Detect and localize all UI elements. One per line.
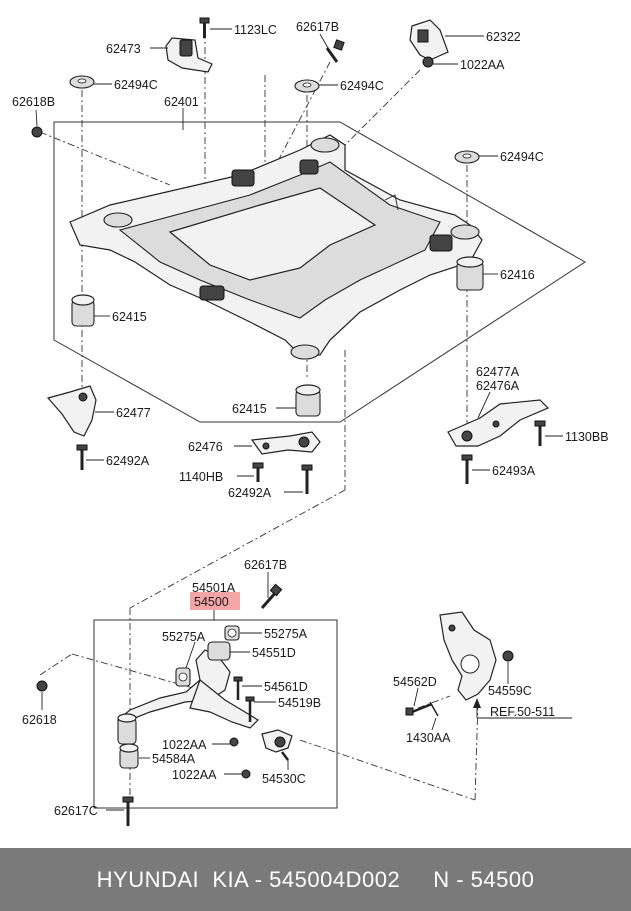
footer-text: HYUNDAI KIA - 545004D002 N - 54500 — [96, 866, 535, 892]
nut-1022AA-b — [241, 769, 251, 779]
label-54551D: 54551D — [252, 646, 296, 660]
label-62617C: 62617C — [54, 804, 98, 818]
label-54501A: 54501A — [192, 581, 236, 595]
bracket-62477 — [46, 385, 97, 437]
label-54561D: 54561D — [264, 680, 308, 694]
label-54530C: 54530C — [262, 772, 306, 786]
nut-62618 — [36, 680, 48, 692]
label-62415-a: 62415 — [112, 310, 147, 324]
bushing-55275A-b — [224, 625, 240, 641]
bracket-62322 — [409, 19, 449, 68]
label-54562D: 54562D — [393, 675, 437, 689]
label-62401: 62401 — [164, 95, 199, 109]
bushing-62415-center — [295, 384, 321, 417]
label-62492A-b: 62492A — [228, 486, 272, 500]
label-62494C-c: 62494C — [500, 150, 544, 164]
label-62415-b: 62415 — [232, 402, 267, 416]
label-62618B: 62618B — [12, 95, 55, 109]
bolt-62617B-mid — [260, 583, 283, 609]
bolt-62617B-top — [325, 39, 345, 63]
label-1430AA: 1430AA — [406, 731, 451, 745]
bolt-54562D — [405, 702, 433, 716]
label-54584A: 54584A — [152, 752, 196, 766]
label-62494C-b: 62494C — [340, 79, 384, 93]
bushing-62416 — [456, 256, 484, 291]
label-1140HB: 1140HB — [179, 470, 223, 484]
label-1022AA-b: 1022AA — [172, 768, 217, 782]
label-62477A: 62477A — [476, 365, 520, 379]
nut-62618B — [31, 126, 43, 138]
label-55275A-a: 55275A — [162, 630, 206, 644]
label-62492A-a: 62492A — [106, 454, 150, 468]
label-62618: 62618 — [22, 713, 57, 727]
part-labels: 1123LC 62617B 62322 62473 1022AA 62494C … — [12, 20, 609, 818]
lower-arm-frame — [93, 619, 338, 809]
leader-lines — [35, 28, 563, 811]
footer-bar: HYUNDAI KIA - 545004D002 N - 54500 — [0, 848, 631, 911]
highlight-54500 — [190, 592, 240, 610]
bolt-62492A-left — [76, 444, 88, 470]
label-62416: 62416 — [500, 268, 535, 282]
bolt-1123LC — [199, 17, 210, 38]
bushing-54551D — [207, 641, 231, 661]
subframe-assembly-frame — [53, 121, 586, 423]
label-62617B-mid: 62617B — [244, 558, 287, 572]
washer-62494C-c — [454, 150, 480, 164]
pin-1430AA — [429, 701, 439, 717]
assembly-lines-upper — [39, 32, 468, 800]
label-62476A: 62476A — [476, 379, 520, 393]
lower-control-arm-54500 — [116, 649, 259, 745]
bolt-1130BB — [534, 420, 546, 446]
label-ref-50-511: REF.50-511 — [490, 705, 555, 719]
subframe-62401 — [69, 134, 483, 360]
nut-54559C — [502, 650, 514, 662]
label-62494C-a: 62494C — [114, 78, 158, 92]
label-54519B: 54519B — [278, 696, 321, 710]
label-55275A-b: 55275A — [264, 627, 308, 641]
mount-62473 — [165, 37, 213, 73]
bushing-54584A — [119, 743, 139, 769]
label-54559C: 54559C — [488, 684, 532, 698]
bolt-54519B — [245, 696, 255, 722]
label-62477: 62477 — [116, 406, 151, 420]
label-62617B-top: 62617B — [296, 20, 339, 34]
bolt-62492A-center — [301, 464, 313, 494]
bushing-55275A-a — [175, 667, 191, 687]
knuckle-ref-50-511 — [439, 611, 497, 701]
label-1022AA-a: 1022AA — [162, 738, 207, 752]
label-62493A: 62493A — [492, 464, 536, 478]
bracket-62477A — [447, 399, 550, 447]
label-54500: 54500 — [194, 595, 229, 609]
bushing-62415-left — [71, 294, 95, 327]
label-62473: 62473 — [106, 42, 141, 56]
nut-1022AA-a — [229, 737, 239, 747]
washer-62494C-b — [294, 79, 320, 93]
label-1130BB: 1130BB — [565, 430, 609, 444]
label-1022AA-top: 1022AA — [460, 58, 505, 72]
label-62476: 62476 — [188, 440, 223, 454]
bolt-62617C — [122, 796, 134, 826]
label-62322: 62322 — [486, 30, 521, 44]
bolt-62493A — [461, 454, 473, 484]
bolt-54561D — [233, 676, 243, 700]
ball-joint-54530C — [261, 729, 293, 761]
washer-62494C-a — [69, 75, 95, 89]
bracket-62476 — [250, 431, 321, 455]
ref-arrow — [473, 698, 572, 719]
bolt-1140HB — [252, 462, 264, 482]
label-1123LC: 1123LC — [234, 23, 277, 37]
exploded-parts-diagram: 1123LC 62617B 62322 62473 1022AA 62494C … — [12, 17, 609, 826]
